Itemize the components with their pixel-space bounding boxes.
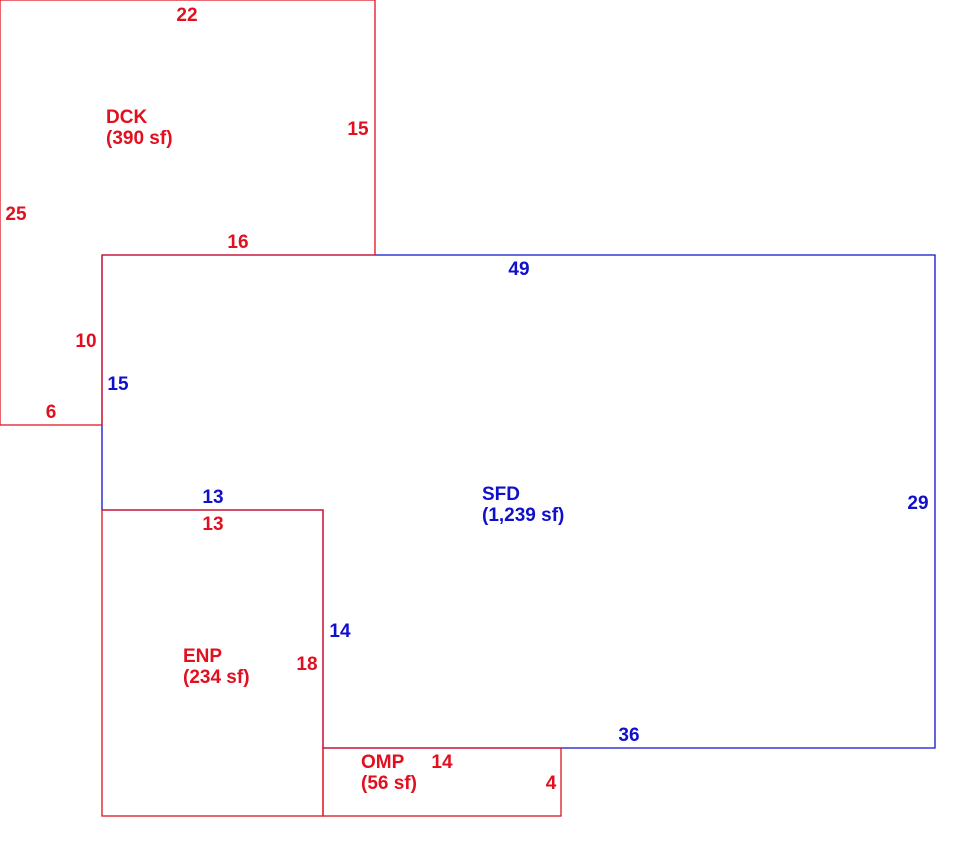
sfd-name-label: SFD: [482, 484, 520, 505]
dck-name-label: DCK: [106, 107, 147, 128]
dck-bottom-dimension: 6: [46, 402, 57, 423]
enp-right-dimension: 18: [296, 654, 317, 675]
dck-inner-top-dimension: 16: [227, 232, 248, 253]
omp-right-dimension: 4: [546, 773, 557, 794]
dck-step-dimension: 10: [75, 331, 96, 352]
sfd-notch-top-dimension: 13: [202, 487, 223, 508]
sfd-bottom-dimension: 36: [618, 725, 639, 746]
sfd-left-dimension: 15: [107, 374, 129, 395]
sfd-area-label: (1,239 sf): [482, 505, 564, 526]
sfd-right-dimension: 29: [907, 493, 928, 514]
dck-outline: [0, 0, 376, 426]
enp-outline: [101, 509, 324, 817]
enp-top-dimension: 13: [202, 514, 223, 535]
omp-top-dimension: 14: [431, 752, 453, 773]
dck-area-label: (390 sf): [106, 128, 173, 149]
dck-left-dimension: 25: [5, 204, 27, 225]
enp-area-label: (234 sf): [183, 667, 250, 688]
omp-name-label: OMP: [361, 752, 405, 773]
dck-right-dimension: 15: [347, 119, 369, 140]
dck-top-dimension: 22: [176, 5, 197, 26]
omp-area-label: (56 sf): [361, 773, 417, 794]
enp-name-label: ENP: [183, 646, 222, 667]
sfd-notch-right-dimension: 14: [329, 621, 351, 642]
omp-outline: [322, 747, 562, 817]
sfd-top-dimension: 49: [508, 259, 529, 280]
